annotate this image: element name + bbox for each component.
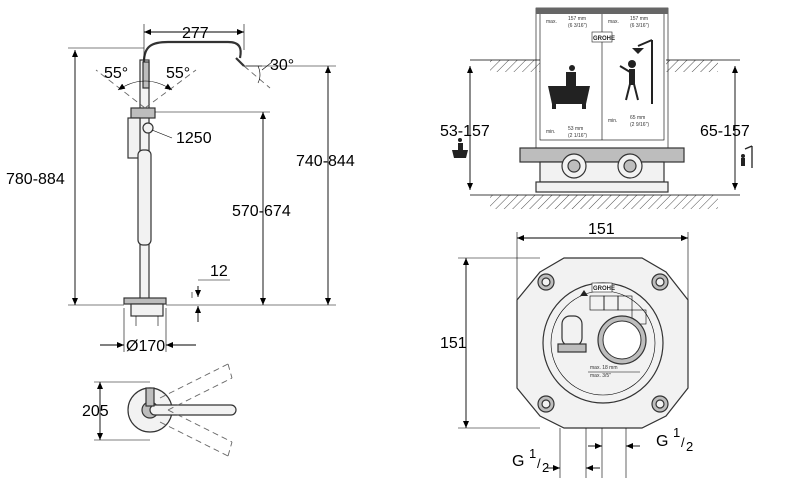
swing-plan-left-b xyxy=(167,377,233,411)
ground-hatch-top-left xyxy=(490,60,540,72)
swing-plan-right-b xyxy=(167,409,233,443)
handshower-holder xyxy=(130,107,156,119)
plan-brand-logo: GROHE xyxy=(593,286,615,292)
label-conn-left-top: 1 xyxy=(529,446,536,461)
box-right-max: max. xyxy=(608,19,619,25)
label-spout-angle: 30° xyxy=(270,57,294,74)
hose-leader xyxy=(151,129,173,139)
mixer-elevation-view: 277 55° 55° 30° 1250 780-884 570-674 740… xyxy=(6,24,355,355)
plan-brand-logo-frame xyxy=(591,282,613,293)
shower-icon-small xyxy=(741,145,753,168)
plan-max-b: max. 3/5" xyxy=(590,373,611,379)
base-plate xyxy=(123,297,167,305)
label-hose-length: 1250 xyxy=(176,130,212,147)
spout-angle-ref xyxy=(243,65,271,89)
box-lug-bl-hole xyxy=(541,399,551,409)
valve-body xyxy=(539,161,665,183)
label-conn-right-top: 1 xyxy=(673,425,680,440)
plan-max-a: max. 18 mm xyxy=(590,365,618,371)
box-left-max: max. xyxy=(546,19,557,25)
valve-port-left-inner xyxy=(567,159,581,173)
label-conn-left-slash: / xyxy=(537,456,541,471)
label-box-width: 151 xyxy=(588,221,615,238)
label-conn-right-slash: / xyxy=(681,435,685,450)
label-angle-left: 55° xyxy=(104,65,128,82)
swing-plan-end-b xyxy=(227,441,233,457)
box-right-min-val: 65 mm xyxy=(630,115,645,121)
arrow-icon xyxy=(580,290,588,296)
hose-connector xyxy=(142,122,154,134)
column-lower-sleeve xyxy=(137,149,152,246)
cartridge-base xyxy=(557,343,587,353)
spout-arc xyxy=(142,40,242,63)
install-box-section: max. 157 mm (6 3/16") min. 53 mm (2 1/16… xyxy=(440,7,753,209)
label-conn-right-bottom: 2 xyxy=(686,439,693,454)
swing-plan-end-a xyxy=(227,363,233,379)
box-right-max-in: (6 3/16") xyxy=(630,23,649,29)
base-fixing xyxy=(130,303,164,317)
box-left-max-in: (6 3/16") xyxy=(568,23,587,29)
label-conn-left: G xyxy=(512,453,524,470)
box-lug-tl-hole xyxy=(541,277,551,287)
label-base-thickness: 12 xyxy=(210,263,228,280)
valve-base xyxy=(535,181,669,193)
brand-logo-frame xyxy=(591,31,613,43)
bathtub-icon xyxy=(548,65,590,109)
box-right-min: min. xyxy=(608,118,617,124)
valve-port-right-inner xyxy=(623,159,637,173)
box-left-min-in: (2 1/16") xyxy=(568,133,587,139)
label-box-height-bath: 53-157 xyxy=(440,123,490,140)
mixer-plan-view: 205 xyxy=(82,363,237,457)
label-box-height: 151 xyxy=(440,335,467,352)
label-conn-left-bottom: 2 xyxy=(542,460,549,475)
brand-logo: GROHE xyxy=(593,36,615,42)
box-right-max-val: 157 mm xyxy=(630,16,648,22)
spout-plan xyxy=(149,404,237,416)
angle-arc xyxy=(117,80,173,91)
label-handle-height: 570-674 xyxy=(232,203,291,220)
spout-outlet xyxy=(235,57,245,67)
label-plan-depth: 205 xyxy=(82,403,109,420)
label-base-diameter: Ø170 xyxy=(126,338,165,355)
lever-plan xyxy=(145,387,155,407)
label-angle-right: 55° xyxy=(166,65,190,82)
ground-hatch-bottom xyxy=(490,195,718,209)
box-right-min-in: (2 9/16") xyxy=(630,122,649,128)
box-left-min: min. xyxy=(546,129,555,135)
box-lug-br-hole xyxy=(655,399,665,409)
bathtub-icon-small xyxy=(452,138,468,158)
label-spout-height: 740-844 xyxy=(296,153,355,170)
install-box-plan: 151 151 GROHE m xyxy=(440,221,693,478)
spout-angle-arc xyxy=(257,65,261,84)
box-top-strip xyxy=(536,8,668,14)
box-lug-tr-hole xyxy=(655,277,665,287)
label-conn-right: G xyxy=(656,433,668,450)
handshower xyxy=(127,117,141,159)
ground-hatch-top-right xyxy=(666,60,718,72)
lever-handle xyxy=(142,61,150,89)
label-total-height: 780-884 xyxy=(6,171,65,188)
shower-icon xyxy=(619,39,653,104)
valve-flange xyxy=(519,147,685,163)
cartridge xyxy=(561,315,583,347)
grid-cell-3 xyxy=(617,295,633,311)
label-box-height-shower: 65-157 xyxy=(700,123,750,140)
swing-plan-left xyxy=(159,363,229,399)
box-left-max-val: 157 mm xyxy=(568,16,586,22)
central-opening-inner xyxy=(602,320,642,360)
box-left-min-val: 53 mm xyxy=(568,126,583,132)
label-spout-reach: 277 xyxy=(182,25,209,42)
swing-plan-right xyxy=(159,421,229,457)
